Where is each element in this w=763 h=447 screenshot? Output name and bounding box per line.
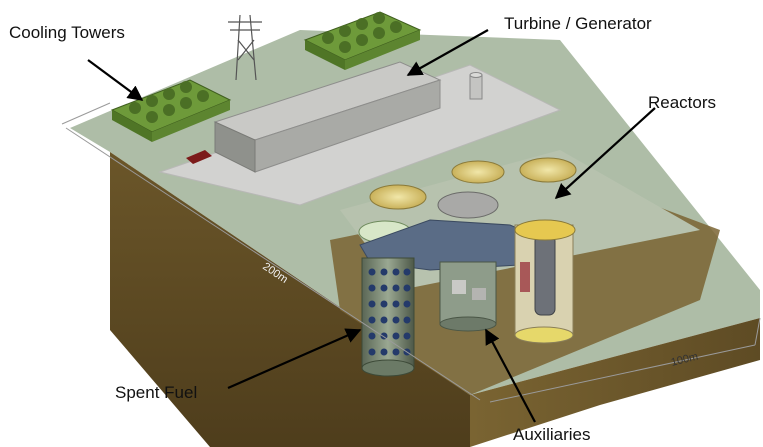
reactor-pit [451, 160, 505, 184]
auxiliaries-label: Auxiliaries [513, 425, 590, 444]
dimension-line-length [61, 102, 481, 401]
reactor-pit [519, 157, 577, 183]
reactor-pit [369, 184, 427, 210]
transmission-tower [228, 14, 262, 81]
truck [186, 150, 212, 164]
turbine-generator-label: Turbine / Generator [504, 14, 652, 33]
storage-tank [469, 72, 483, 100]
reactor-pit [437, 191, 499, 219]
reactor-shaft [514, 219, 576, 344]
spent-fuel-shaft [361, 257, 415, 377]
cooling-towers-label: Cooling Towers [9, 23, 125, 42]
auxiliaries-arrow [485, 328, 536, 423]
auxiliaries-shaft [439, 261, 497, 332]
turbine-hall-end [214, 121, 256, 173]
turbine-generator-arrow [406, 29, 489, 76]
dimension-line-width [489, 317, 761, 403]
cooling-towers-arrow [87, 59, 144, 101]
cooling-tower-bank-right [303, 11, 422, 70]
spent-fuel-label: Spent Fuel [115, 383, 197, 402]
cooling-tower-bank-left [110, 79, 232, 142]
spent-fuel-arrow [227, 328, 362, 390]
reactors-arrow [554, 107, 656, 200]
earth-side-face [470, 318, 760, 447]
reactors-label: Reactors [648, 93, 716, 112]
